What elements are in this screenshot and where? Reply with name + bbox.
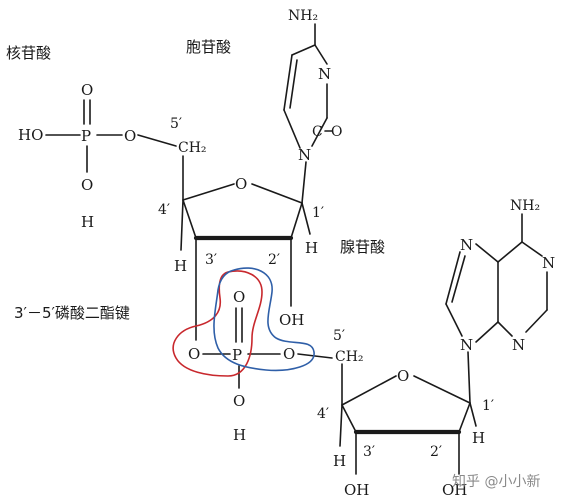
atom-nh2-adenine: NH₂ [510,198,540,214]
atom-o-mid-left: O [188,345,200,363]
bond-c5-c4 [291,44,316,56]
bond-c1-n1 [301,161,307,204]
atom-o-top-link: O [124,127,136,145]
bond-c2-n1 [311,117,328,147]
atom-n7-adenine: N [460,236,473,254]
bond-o-c1-bot [413,375,471,404]
atom-n9-adenine: N [460,336,473,354]
blue-highlight [213,267,315,372]
bond-n7-c5 [475,243,499,263]
red-highlight [172,270,263,377]
atom-oh-c3-bot: OH [344,481,369,499]
bond-n3-c4 [497,321,513,337]
atom-c-cytosine: C [312,124,323,140]
title-cytidine: 胞苷酸 [186,38,231,56]
bond-c1-h-bot [469,402,477,427]
atom-o-top-up: O [81,81,93,99]
atom-p-mid: P [232,346,242,364]
atom-o-mid-down: O [233,392,245,410]
title-phosphodiester: 3′－5′磷酸二酯键 [14,304,130,322]
atom-n1-cytosine: N [298,146,311,164]
title-nucleotide: 核苷酸 [6,44,51,62]
adenine-base: N N NH₂ N N [445,198,555,404]
bond-c8-n7 [445,251,461,305]
bond-c4-c3 [182,199,197,239]
bond-c1-n9 [467,351,471,404]
label-c2-bot: 2′ [430,444,442,460]
atom-oh-c2-top: OH [279,311,304,329]
watermark: 知乎 @小小新 [452,473,540,490]
bond-o-c1 [251,183,303,204]
label-c2-top: 2′ [268,252,280,268]
bond-c6-c5 [283,54,293,111]
bond-c6-n1 [521,241,543,257]
bond-c6-c5-double [289,59,298,109]
label-c5-bot: 5′ [333,328,345,344]
atom-n1-adenine: N [542,254,555,272]
atom-h-c4-top: H [174,257,187,275]
atom-p-top: P [81,127,91,145]
atom-h-c4-bot: H [333,452,346,470]
bottom-ribose: O 4′ 1′ 3′ 2′ H H OH OH [317,363,494,499]
bond-c1-c2-bot [458,402,471,433]
bond-c4-c3-bot [341,404,357,433]
bond-o-ch2-bottom [297,353,333,359]
atom-ho-top: HO [18,126,43,144]
bond-c4-h-bot [339,404,343,447]
label-c3-bot: 3′ [363,444,375,460]
atom-h-c1-top: H [305,239,318,257]
atom-o-top-down: O [81,176,93,194]
atom-n3-cytosine: N [318,65,331,83]
bond-c1-h [301,202,311,235]
atom-o-cytosine: O [331,124,342,140]
bond-c4-n9 [475,321,499,343]
atom-nh2-cytosine: NH₂ [288,8,318,24]
top-phosphate: HO P O O H O 5′ CH₂ [18,81,207,231]
bond-c4-n3 [314,44,328,65]
atom-oh-c2-bot: OH [442,481,467,499]
atom-o-mid-up: O [233,288,245,306]
label-c3-top: 3′ [205,252,217,268]
bond-c4-o [182,183,235,201]
atom-n3-adenine: N [512,336,525,354]
label-c4-bot: 4′ [317,406,329,422]
atom-h-top: H [81,213,94,231]
bond-c4-o-bot [341,375,397,406]
atom-ch2-bot: CH₂ [335,349,364,365]
label-c1-top: 1′ [312,205,324,221]
bond-c4-h [180,199,184,251]
label-c5-top: 5′ [170,116,182,132]
atom-h-c1-bot: H [472,429,485,447]
bond-o-ch2 [137,134,177,147]
bond-n9-c8 [445,303,463,337]
bond-n1-c6 [283,109,301,149]
top-ribose: O 4′ 1′ 3′ 2′ H H OH [158,155,324,341]
atom-ch2-top: CH₂ [178,140,207,156]
label-c4-top: 4′ [158,202,170,218]
atom-o-ring-bot: O [397,367,409,385]
atom-h-mid: H [233,426,246,444]
bond-c5-c6 [497,241,523,263]
middle-phosphate: O P O O O H 5′ CH₂ [188,288,364,444]
cytosine-base: N NH₂ N C O [283,8,342,204]
bond-c2-n3 [525,309,548,333]
label-c1-bot: 1′ [482,398,494,414]
bond-c1-c2 [290,202,303,239]
atom-o-ring-top: O [235,175,247,193]
atom-o-mid-right: O [283,345,295,363]
title-adenosine: 腺苷酸 [340,238,385,256]
bond-c8-n7-double [451,255,466,303]
